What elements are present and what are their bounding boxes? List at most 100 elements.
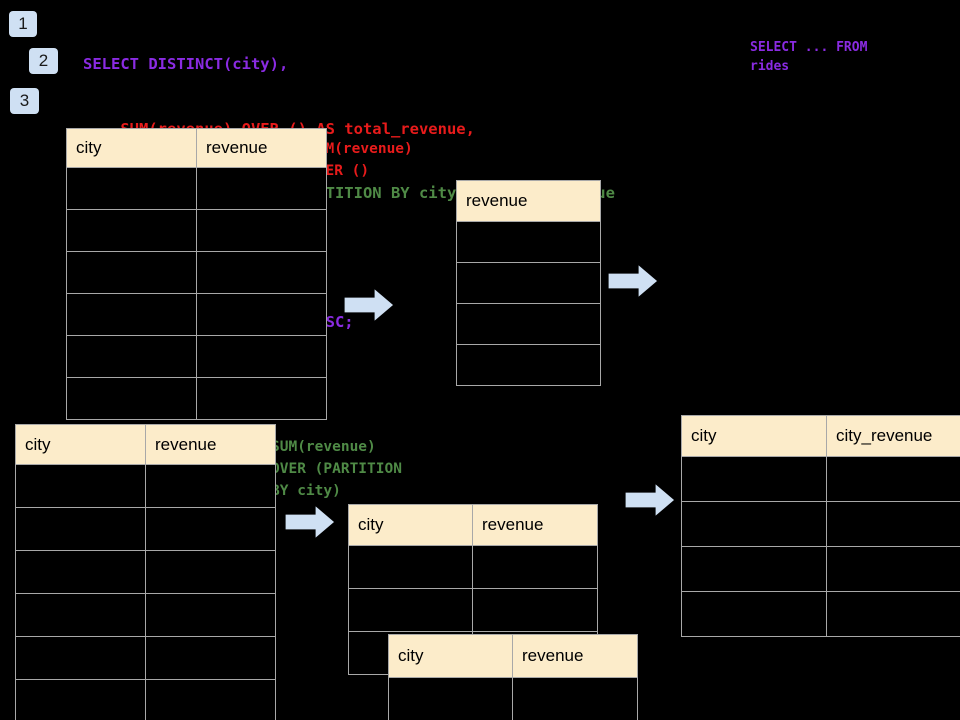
cell (681, 591, 827, 637)
column-header-city: city (681, 415, 827, 457)
table-row (15, 636, 276, 680)
column-header-revenue: revenue (145, 424, 276, 465)
cell (145, 464, 276, 508)
sql-line-select: SELECT DISTINCT(city), (83, 55, 289, 73)
cell (456, 344, 601, 386)
step-badge-1: 1 (9, 11, 37, 37)
step-badge-2: 2 (29, 48, 58, 74)
table-row (15, 464, 276, 508)
table-header-row: revenue (456, 180, 601, 222)
cell (826, 501, 960, 547)
cell (681, 546, 827, 592)
cell (145, 593, 276, 637)
table-row (66, 293, 327, 336)
cell (15, 550, 146, 594)
rides-source-partition-table: city revenue (15, 424, 276, 720)
table-header-row: city revenue (15, 424, 276, 465)
arrow-partition-to-result (625, 483, 675, 517)
cell (826, 456, 960, 502)
table-row (348, 588, 598, 632)
cell (388, 677, 513, 720)
column-header-city: city (348, 504, 473, 546)
cell (15, 507, 146, 551)
cell (681, 456, 827, 502)
cell (472, 545, 598, 589)
cell (15, 636, 146, 680)
cell (66, 209, 197, 252)
table-header-row: city revenue (348, 504, 598, 546)
table-header-row: city revenue (66, 128, 327, 168)
cell (196, 251, 327, 294)
cell (66, 335, 197, 378)
cell (456, 221, 601, 263)
table-row (66, 377, 327, 420)
table-row (15, 507, 276, 551)
cell (196, 293, 327, 336)
cell (66, 251, 197, 294)
cell (145, 507, 276, 551)
arrow-total-to-result (608, 264, 658, 298)
table-row (681, 501, 960, 547)
arrow-source-to-total (344, 288, 394, 322)
cell (456, 262, 601, 304)
cell (15, 593, 146, 637)
table-row (15, 679, 276, 720)
column-header-revenue: revenue (512, 634, 638, 678)
table-row (456, 262, 601, 304)
annotation-source-note: SELECT ... FROM rides (750, 40, 868, 74)
cell (196, 209, 327, 252)
cell (826, 591, 960, 637)
table-row (66, 209, 327, 252)
column-header-revenue: revenue (456, 180, 601, 222)
cell (66, 167, 197, 210)
column-header-city: city (66, 128, 197, 168)
cell (348, 545, 473, 589)
arrow-shape (285, 505, 335, 539)
total-revenue-table: revenue (456, 180, 601, 386)
cell (15, 679, 146, 720)
table-header-row: city revenue (388, 634, 638, 678)
column-header-city-revenue: city_revenue (826, 415, 960, 457)
table-row (456, 303, 601, 345)
table-row (681, 546, 960, 592)
table-row (66, 335, 327, 378)
table-header-row: city city_revenue (681, 415, 960, 457)
table-row (681, 456, 960, 502)
cell (472, 588, 598, 632)
cell (681, 501, 827, 547)
arrow-shape (344, 288, 394, 322)
arrow-source-to-partition (285, 505, 335, 539)
column-header-city: city (15, 424, 146, 465)
table-row (348, 545, 598, 589)
cell (348, 588, 473, 632)
column-header-revenue: revenue (196, 128, 327, 168)
cell (145, 679, 276, 720)
cell (196, 377, 327, 420)
cell (145, 636, 276, 680)
table-row (456, 344, 601, 386)
cell (66, 377, 197, 420)
table-row (15, 550, 276, 594)
cell (145, 550, 276, 594)
table-row (15, 593, 276, 637)
column-header-city: city (388, 634, 513, 678)
column-header-revenue: revenue (472, 504, 598, 546)
table-row (66, 251, 327, 294)
cell (15, 464, 146, 508)
arrow-shape (608, 264, 658, 298)
rides-source-table: city revenue (66, 128, 327, 420)
cell (196, 167, 327, 210)
partition-group-table-front: city revenue (388, 634, 638, 720)
table-row (66, 167, 327, 210)
table-row (456, 221, 601, 263)
cell (456, 303, 601, 345)
table-row (681, 591, 960, 637)
arrow-shape (625, 483, 675, 517)
cell (196, 335, 327, 378)
cell (66, 293, 197, 336)
step-badge-3: 3 (10, 88, 39, 114)
cell (826, 546, 960, 592)
cell (512, 677, 638, 720)
annotation-partition-window: SUM(revenue) OVER (PARTITION BY city) (271, 439, 402, 499)
